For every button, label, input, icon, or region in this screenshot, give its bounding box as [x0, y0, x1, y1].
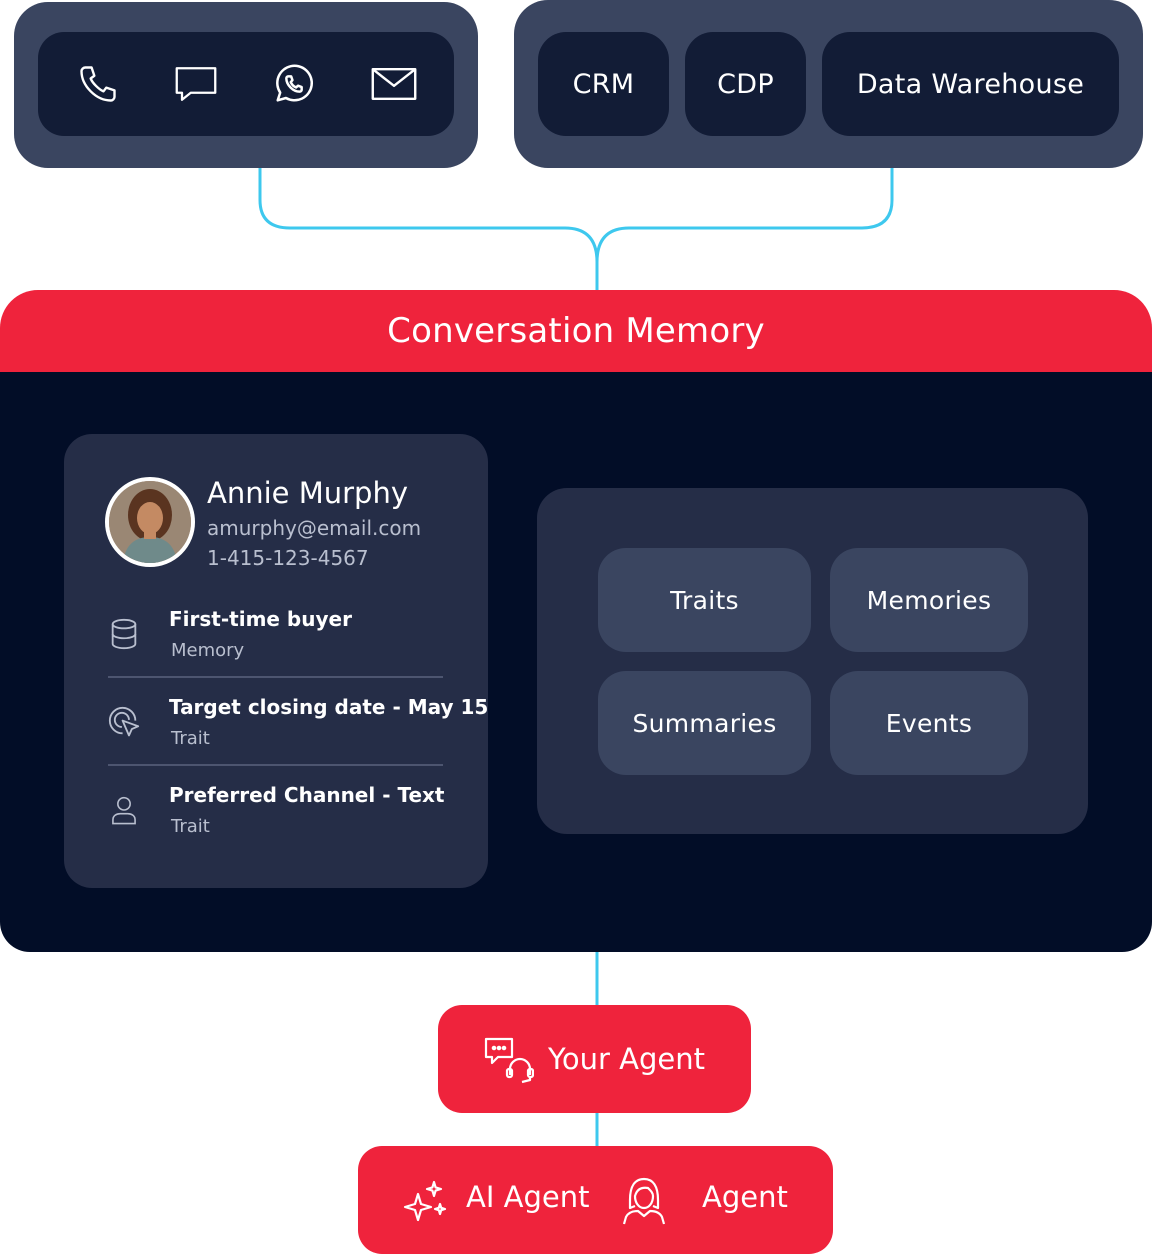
memory-item-type: Trait — [171, 728, 210, 749]
profile-name: Annie Murphy — [207, 476, 408, 510]
category-events: Events — [830, 671, 1028, 775]
chat-icon — [166, 32, 226, 136]
source-crm: CRM — [538, 32, 669, 136]
avatar — [105, 477, 195, 567]
support-chat-icon — [482, 1033, 534, 1085]
memory-categories-panel: Traits Memories Summaries Events — [537, 488, 1088, 834]
database-icon — [104, 614, 144, 654]
memory-item-title: Target closing date - May 15 — [169, 695, 489, 719]
source-data-warehouse: Data Warehouse — [822, 32, 1119, 136]
channels-panel — [14, 2, 478, 168]
memory-item-title: First-time buyer — [169, 607, 352, 631]
source-cdp: CDP — [685, 32, 806, 136]
your-agent-label: Your Agent — [548, 1042, 705, 1076]
category-memories: Memories — [830, 548, 1028, 652]
phone-icon — [68, 32, 128, 136]
memory-item-title: Preferred Channel - Text — [169, 783, 445, 807]
ai-agent-label: AI Agent — [466, 1180, 590, 1214]
whatsapp-icon — [264, 32, 324, 136]
profile-card: Annie Murphy amurphy@email.com 1-415-123… — [64, 434, 488, 888]
agents-box: AI Agent Agent — [358, 1146, 833, 1254]
human-agent-label: Agent — [702, 1180, 788, 1214]
human-agent-icon — [618, 1174, 670, 1228]
memory-item-type: Memory — [171, 640, 245, 661]
category-traits: Traits — [598, 548, 811, 652]
memory-title: Conversation Memory — [0, 290, 1152, 372]
data-sources-panel: CRM CDP Data Warehouse — [514, 0, 1143, 168]
profile-email: amurphy@email.com — [207, 516, 422, 540]
divider — [108, 764, 443, 766]
your-agent-box: Your Agent — [438, 1005, 751, 1113]
mail-icon — [364, 32, 424, 136]
user-icon — [104, 790, 144, 830]
target-cursor-icon — [104, 702, 144, 742]
channels-icon-bar — [38, 32, 454, 136]
profile-phone: 1-415-123-4567 — [207, 546, 369, 570]
category-summaries: Summaries — [598, 671, 811, 775]
sparkle-icon — [400, 1176, 452, 1228]
divider — [108, 676, 443, 678]
memory-item-type: Trait — [171, 816, 210, 837]
